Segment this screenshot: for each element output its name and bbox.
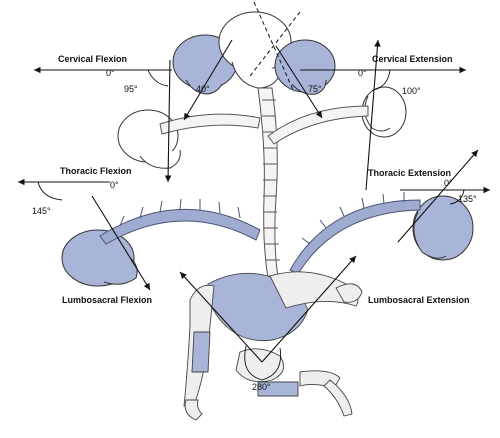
cervical-flexion-arrow: [164, 59, 172, 183]
neck-flexion-arrow: [183, 39, 233, 121]
skull-left-flexion: [117, 109, 181, 169]
degree-thoracic-flexion-angle: 145°: [32, 206, 51, 216]
lumbosacral-extension-arrow: [261, 255, 357, 363]
neck-extension-arrow: [275, 45, 323, 119]
spine-central: [257, 87, 283, 299]
degree-cervical-extension-zero: 0°: [358, 68, 367, 78]
skull-lower-left-flexion: [61, 229, 138, 287]
degree-thoracic-flexion-zero: 0°: [110, 180, 119, 190]
degree-cervical-extension-angle: 100°: [402, 86, 421, 96]
degree-neck-extension-angle: 75°: [308, 84, 322, 94]
label-thoracic-extension: Thoracic Extension: [368, 168, 451, 178]
lumbosacral-flexion-arrow: [179, 271, 263, 363]
degree-cervical-flexion-angle: 95°: [124, 84, 138, 94]
cervical-extension-arrow: [365, 39, 381, 191]
spine-thoracic-extension: [289, 192, 421, 275]
degree-neck-flexion-angle: 40°: [196, 84, 210, 94]
spine-cervical-flexion: [159, 113, 261, 135]
label-cervical-flexion: Cervical Flexion: [58, 54, 127, 64]
neck-dashed-line-left: [253, 1, 295, 93]
skull-lower-right-extension: [412, 195, 474, 261]
label-thoracic-flexion: Thoracic Flexion: [60, 166, 132, 176]
degree-lumbosacral-angle: 280°: [252, 382, 271, 392]
spine-thoracic-flexion: [99, 198, 261, 245]
figure-body: [183, 271, 363, 421]
label-lumbosacral-flexion: Lumbosacral Flexion: [62, 295, 152, 305]
degree-thoracic-extension-angle: 135°: [458, 194, 477, 204]
thoracic-extension-arrow: [397, 149, 479, 243]
skull-right-extension: [361, 86, 407, 138]
skull-top-extended: [274, 39, 336, 95]
thoracic-flexion-arrow: [91, 195, 151, 291]
skull-top-neutral: [218, 11, 292, 89]
label-cervical-extension: Cervical Extension: [372, 54, 453, 64]
label-lumbosacral-extension: Lumbosacral Extension: [368, 295, 470, 305]
spine-cervical-extension: [267, 105, 369, 145]
degree-cervical-flexion-zero: 0°: [106, 68, 115, 78]
degree-thoracic-extension-zero: 0°: [444, 178, 453, 188]
